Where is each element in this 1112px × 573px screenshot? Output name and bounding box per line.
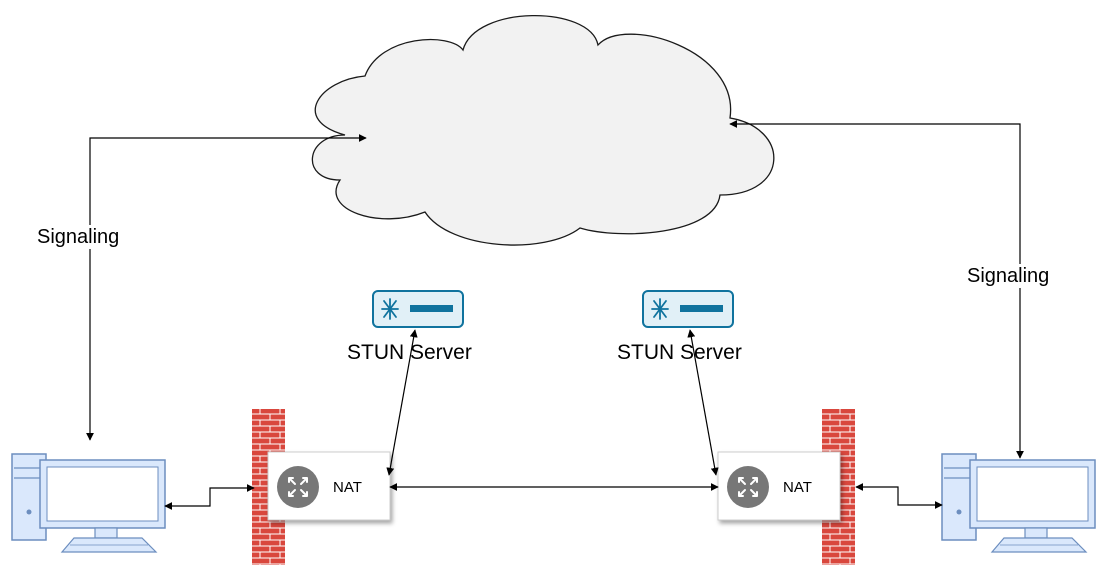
signaling-right-line bbox=[729, 120, 1024, 459]
computer-right-icon bbox=[941, 453, 1096, 553]
signaling-left-line bbox=[86, 134, 367, 441]
router-icon bbox=[727, 466, 769, 508]
stun-server-left-icon bbox=[372, 290, 464, 328]
link-computer-left-nat bbox=[164, 484, 255, 510]
link-nat-left-stun bbox=[386, 329, 418, 476]
stun-server-right-icon bbox=[642, 290, 734, 328]
link-nat-right-computer bbox=[855, 483, 943, 509]
nat-left-label: NAT bbox=[333, 479, 362, 496]
stun-server-left-label: STUN Server bbox=[347, 341, 472, 364]
cloud-icon bbox=[311, 14, 775, 246]
signaling-left-label: Signaling bbox=[35, 225, 122, 249]
signaling-right-label: Signaling bbox=[965, 264, 1052, 288]
stun-server-right-label: STUN Server bbox=[617, 341, 742, 364]
nat-left-box bbox=[267, 451, 391, 521]
link-nat-right-stun bbox=[687, 329, 719, 476]
nat-right-label: NAT bbox=[783, 479, 812, 496]
router-icon bbox=[277, 466, 319, 508]
nat-right-box bbox=[717, 451, 841, 521]
computer-left-icon bbox=[11, 453, 166, 553]
